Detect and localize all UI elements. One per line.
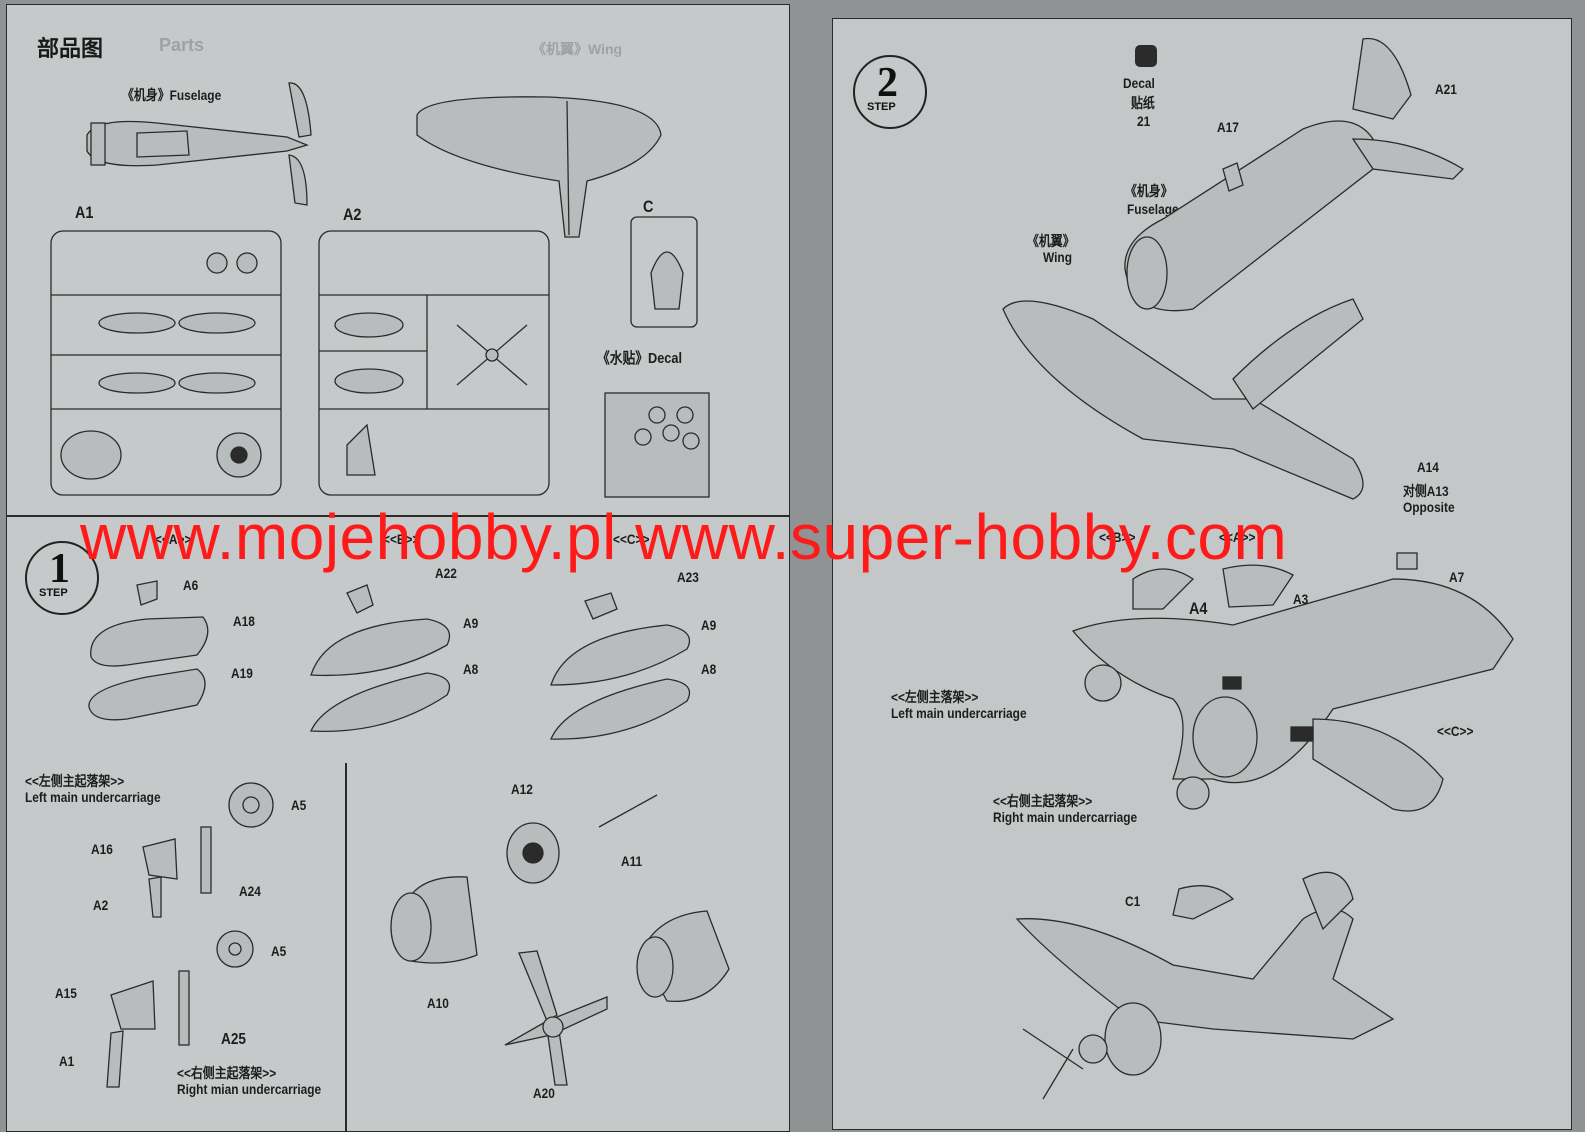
decal-sheet-label: 《水贴》Decal	[597, 350, 683, 367]
sprue-c-label: C	[643, 197, 654, 216]
step2-assembled-airplane	[1071, 552, 1514, 812]
part-a8-b: A8	[463, 661, 479, 677]
step1-engine	[390, 794, 730, 1086]
part-a10: A10	[427, 995, 449, 1011]
callout-a: <<A>>	[155, 531, 192, 547]
watermark-text: www.mojehobby.pl www.super-hobby.com	[80, 501, 1288, 573]
sprue-c-drawing	[630, 216, 698, 328]
parts-title-en: Parts	[159, 35, 205, 55]
part-a18: A18	[233, 613, 255, 629]
left-gear2-en: Left main undercarriage	[891, 705, 1027, 721]
decal-number: 21	[1137, 113, 1151, 129]
opposite-cn: 对侧A13	[1403, 483, 1449, 499]
step1-group-a	[88, 580, 209, 721]
callout-c2: <<C>>	[1437, 723, 1474, 739]
sprue-a1-drawing	[50, 230, 282, 496]
step1-group-b	[310, 584, 451, 733]
part-a1: A1	[59, 1053, 75, 1069]
part-a8-c: A8	[701, 661, 717, 677]
part-a23: A23	[677, 569, 699, 585]
step1-group-c	[550, 592, 691, 740]
wing-cn: 《机翼》	[1027, 233, 1075, 249]
step2-number: 2	[877, 60, 898, 106]
sprue-a2-label: A2	[343, 205, 362, 224]
part-a25: A25	[221, 1031, 246, 1048]
step1-word: STEP	[39, 587, 68, 599]
wing-label: 《机翼》Wing	[532, 41, 623, 57]
part-a4: A4	[1189, 599, 1208, 618]
decal-icon	[1135, 45, 1157, 67]
part-a5-top: A5	[291, 797, 307, 813]
part-a12: A12	[511, 781, 533, 797]
part-a3: A3	[1293, 591, 1309, 607]
callout-c: <<C>>	[613, 531, 650, 547]
step1-left-gear	[106, 782, 274, 1088]
part-a21: A21	[1435, 81, 1457, 97]
part-a7: A7	[1449, 569, 1465, 585]
right-page-drawings	[1002, 37, 1514, 1100]
part-a11: A11	[621, 853, 643, 869]
left-gear2-cn: <<左侧主落架>>	[891, 689, 979, 705]
sprue-a2-drawing	[318, 230, 550, 496]
part-a14: A14	[1417, 459, 1439, 475]
decal-en: Decal	[1123, 75, 1155, 91]
sprue-a1-label: A1	[75, 203, 94, 222]
part-a16: A16	[91, 841, 113, 857]
right-gear2-cn: <<右侧主起落架>>	[993, 793, 1093, 809]
part-a2: A2	[93, 897, 109, 913]
fuselage-en: Fuselage	[1127, 201, 1179, 217]
fuselage-label: 《机身》Fuselage	[122, 87, 222, 103]
left-page-drawings	[50, 82, 730, 1088]
part-a19: A19	[231, 665, 253, 681]
part-a20: A20	[533, 1085, 555, 1101]
callout-b2: <<B>>	[1099, 529, 1136, 545]
step1-badge: 1 STEP	[25, 541, 99, 615]
decal-cn: 贴纸	[1131, 95, 1155, 111]
step2-final-airplane	[1015, 871, 1395, 1100]
part-a15: A15	[55, 985, 77, 1001]
right-gear-cn: <<右侧主起落架>>	[177, 1065, 277, 1081]
right-gear-en: Right mian undercarriage	[177, 1081, 322, 1097]
section-divider	[7, 515, 789, 517]
decal-sheet-drawing	[604, 392, 710, 498]
step2-badge: 2 STEP	[853, 55, 927, 129]
fuselage-cn: 《机身》	[1125, 183, 1173, 199]
part-a17: A17	[1217, 119, 1239, 135]
part-a9-b: A9	[463, 615, 479, 631]
part-a9-c: A9	[701, 617, 717, 633]
step1-number: 1	[49, 546, 70, 592]
step2-word: STEP	[867, 101, 896, 113]
right-page: 2 STEP Decal 贴纸 21 A21 A17 《机身》 Fuselage…	[832, 18, 1572, 1130]
wing-drawing	[416, 96, 662, 238]
left-gear-cn: <<左侧主起落架>>	[25, 773, 125, 789]
step1-divider	[345, 763, 347, 1131]
callout-a2: <<A>>	[1219, 529, 1256, 545]
part-a6: A6	[183, 577, 199, 593]
fuselage-drawing	[86, 82, 312, 206]
parts-title-cn: 部品图	[37, 36, 104, 61]
right-gear2-en: Right main undercarriage	[993, 809, 1138, 825]
part-c1: C1	[1125, 893, 1141, 909]
part-a5-bottom: A5	[271, 943, 287, 959]
left-page: 部品图 Parts 《机身》Fuselage 《机翼》Wing A1 A2 C …	[6, 4, 790, 1132]
step2-exploded-airplane	[1002, 37, 1465, 500]
opposite-en: Opposite	[1403, 499, 1455, 515]
callout-b: <<B>>	[383, 531, 420, 547]
wing-en: Wing	[1043, 249, 1072, 265]
part-a24: A24	[239, 883, 261, 899]
part-a22: A22	[435, 565, 457, 581]
left-gear-en: Left main undercarriage	[25, 789, 161, 805]
